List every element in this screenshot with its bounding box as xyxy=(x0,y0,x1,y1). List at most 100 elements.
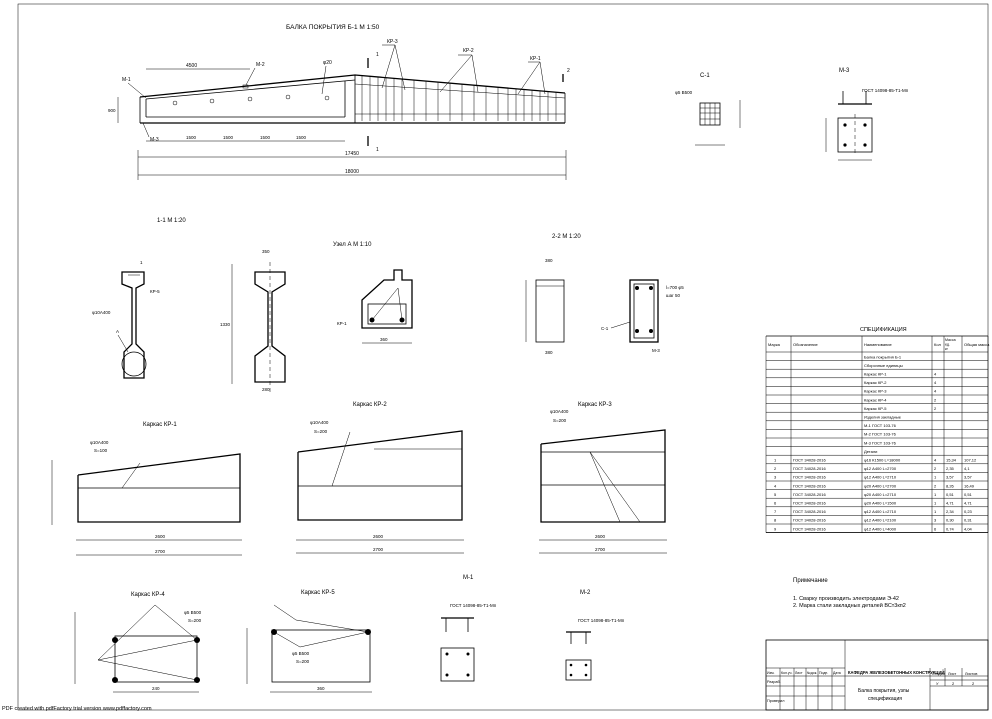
spec-cell: 9 xyxy=(774,526,777,531)
spec-cell: 8,26 xyxy=(946,483,955,488)
s22-label-shag: шаг 50 xyxy=(666,293,681,298)
spec-cell: 1 xyxy=(934,475,937,480)
spec-cell: 1 xyxy=(934,492,937,497)
section-1-1: 1-1 М 1:20 1 КР-5 φ10А400 А 350 280 1330 xyxy=(92,218,286,392)
stamp-col: Дата xyxy=(833,671,841,675)
spec-cell: ГОСТ 34028-2016 xyxy=(793,526,826,531)
s11-label-kr5: КР-5 xyxy=(150,289,160,294)
stamp-col: Подп. xyxy=(819,671,828,675)
spec-cell: φ12 А400 L=4000 xyxy=(864,526,897,531)
label-kr1: КР-1 xyxy=(530,56,541,62)
kr5-title: Каркас КР-5 xyxy=(301,590,335,596)
kr1-bar-label: φ10А400 xyxy=(90,440,109,445)
cage-kr5: Каркас КР-5 φ5 В500 S=200 360 xyxy=(246,590,372,693)
kr2-dim-2600: 2600 xyxy=(373,534,384,539)
spec-cell: 4,71 xyxy=(964,501,973,506)
spec-cell: 4 xyxy=(934,372,937,377)
kr1-dim-2600: 2600 xyxy=(155,534,166,539)
spec-cell: 1 xyxy=(934,501,937,506)
spec-cell: 4 xyxy=(934,458,937,463)
spec-cell: 2 xyxy=(934,483,937,488)
label-m3: М-3 xyxy=(150,137,159,143)
m1-gost: ГОСТ 14098-85-Т1-Мп xyxy=(450,603,497,608)
beam-hole xyxy=(172,100,178,106)
kr5-spacing-label: S=200 xyxy=(296,659,310,664)
embed-m3-detail: М-3 ГОСТ 14098-85-Т1-Мп xyxy=(825,68,909,161)
kr3-title: Каркас КР-3 xyxy=(578,402,612,408)
spec-cell: ГОСТ 34028-2016 xyxy=(793,466,826,471)
spec-cell: Детали xyxy=(864,449,877,454)
spec-cell: Сборочные единицы xyxy=(864,363,903,368)
section-mark-1-bottom: 1 xyxy=(376,147,379,153)
spec-cell: 4 xyxy=(774,483,777,488)
spec-cell: Каркас КР-4 xyxy=(864,397,887,402)
label-m1: М-1 xyxy=(122,77,131,83)
title-block: КАФЕДРА ЖЕЛЕЗОБЕТОННЫХ КОНСТРУКЦИЙ Балка… xyxy=(765,639,989,711)
spec-cell: φ12 А400 L=2700 xyxy=(864,466,897,471)
spec-cell: 4 xyxy=(934,389,937,394)
spec-cell: 2 xyxy=(774,466,777,471)
spec-cell: ГОСТ 34028-2016 xyxy=(793,458,826,463)
spec-cell: 16,49 xyxy=(964,483,975,488)
node-a-dim: 360 xyxy=(380,337,388,342)
spec-header-cell: Марка xyxy=(768,342,781,347)
dim-900-left: 900 xyxy=(108,108,116,113)
spec-cell: ГОСТ 34028-2016 xyxy=(793,509,826,514)
dim-350: 350 xyxy=(262,249,270,254)
spec-cell: 0,51 xyxy=(964,492,973,497)
embed-m1-detail: М-1 ГОСТ 14098-85-Т1-Мп xyxy=(440,575,497,682)
kr4-dim-240: 240 xyxy=(152,686,160,691)
spec-cell: 6 xyxy=(774,501,777,506)
stamp-row: Проверил xyxy=(767,699,785,703)
c1-bar-label: φ5 В500 xyxy=(675,90,693,95)
spec-cell: Каркас КР-3 xyxy=(864,389,887,394)
kr3-spacing-label: S=200 xyxy=(553,418,567,423)
c1-title: С-1 xyxy=(700,73,710,79)
spec-cell: 4,71 xyxy=(946,501,955,506)
spec-cell: 8 xyxy=(774,518,777,523)
m3-gost: ГОСТ 14098-85-Т1-Мп xyxy=(862,88,909,93)
spec-cell: ГОСТ 34028-2016 xyxy=(793,483,826,488)
spec-cell: φ12 А400 L=2100 xyxy=(864,518,897,523)
spec-cell: Балка покрытия Б-1 xyxy=(864,354,902,359)
cage-kr1: Каркас КР-1 φ10А400 S=100 2600 2700 xyxy=(51,422,242,556)
spec-cell: Каркас КР-5 xyxy=(864,406,887,411)
spec-cell: 3,57 xyxy=(964,475,973,480)
kr2-bar-label: φ10А400 xyxy=(310,420,329,425)
kr2-title: Каркас КР-2 xyxy=(353,402,387,408)
beam-title: БАЛКА ПОКРЫТИЯ Б-1 М 1:50 xyxy=(286,24,380,31)
cage-kr3: Каркас КР-3 φ10А400 S=200 2600 2700 xyxy=(539,402,667,554)
note-line-1: 1. Сварку производить электродами Э-42 xyxy=(793,596,899,602)
kr3-dim-2600: 2600 xyxy=(595,534,606,539)
section-2-2: 2-2 М 1:20 380 380 l=700 φ5 шаг 50 С-1 М… xyxy=(525,234,684,355)
stamp-col: Изм. xyxy=(767,671,775,675)
kr4-bar-label: φ5 В500 xyxy=(184,610,202,615)
spec-cell: 4 xyxy=(934,380,937,385)
spec-cell: Каркас КР-1 xyxy=(864,372,887,377)
spec-cell: Каркас КР-2 xyxy=(864,380,887,385)
stamp-doc-line-2: спецификация xyxy=(868,696,902,702)
spec-cell: 2 xyxy=(934,406,937,411)
s22-label-m3: М-3 xyxy=(652,348,660,353)
leader-kr2 xyxy=(439,54,473,93)
cage-kr2: Каркас КР-2 φ10А400 S=200 2600 2700 xyxy=(296,402,464,554)
spec-cell: 6 xyxy=(934,526,937,531)
dim-1330: 1330 xyxy=(220,322,231,327)
embed-m2-detail: М-2 ГОСТ 14098-85-Т1-Мп xyxy=(565,590,625,681)
leader-kr3 xyxy=(381,44,396,89)
node-a-detail: Узел А М 1:10 КР-1 360 xyxy=(333,242,413,344)
section-mark-2-top: 2 xyxy=(567,68,570,74)
stamp-col: Лист xyxy=(795,671,803,675)
mesh-c1-detail: С-1 φ5 В500 xyxy=(675,73,741,146)
spec-cell: 0,31 xyxy=(964,518,973,523)
kr2-outline xyxy=(297,430,463,521)
spec-cell: ГОСТ 34028-2016 xyxy=(793,501,826,506)
beam-hole xyxy=(209,98,215,104)
dim-1500: 1500 xyxy=(186,135,197,140)
dim-4500: 4500 xyxy=(186,63,197,69)
pdf-footer: PDF created with pdfFactory trial versio… xyxy=(2,706,152,712)
leader-kr1 xyxy=(517,61,541,95)
note-line-2: 2. Марка стали закладных деталей ВСт3кп2 xyxy=(793,602,906,609)
spec-cell: 3,57 xyxy=(946,475,955,480)
